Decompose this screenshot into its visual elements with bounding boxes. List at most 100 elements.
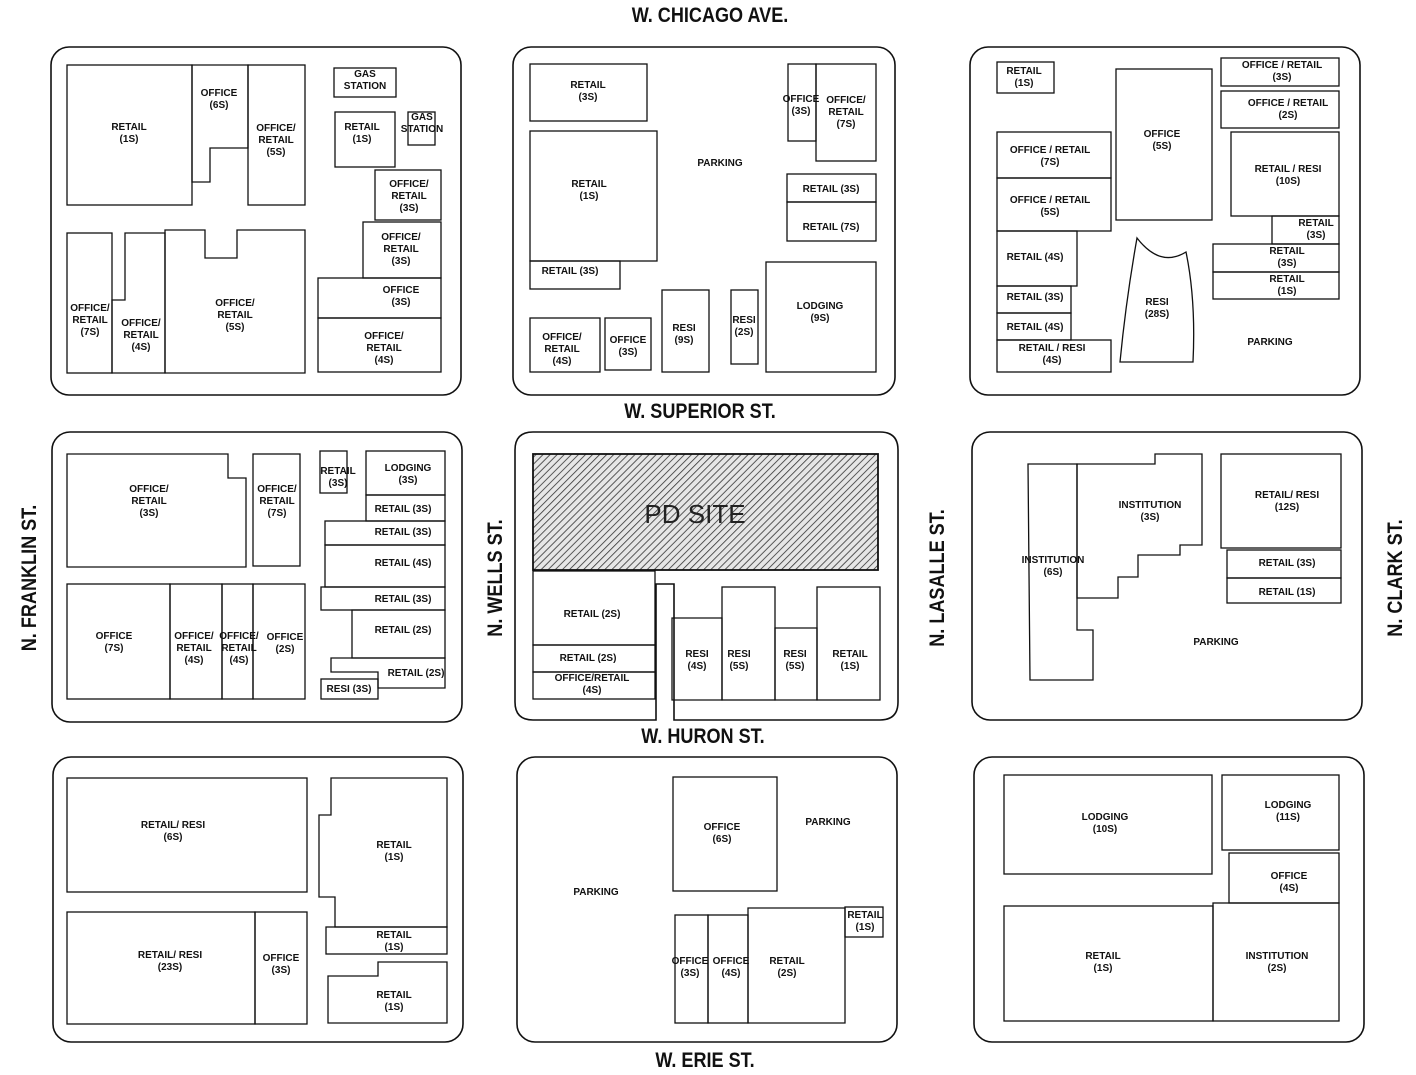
building-retail-1s (1226, 577, 1342, 604)
building-label: RETAIL (3S) (803, 184, 860, 195)
building-label: OFFICE (1144, 129, 1181, 140)
building-label: STATION (344, 81, 386, 92)
building-label: OFFICE (383, 285, 420, 296)
building-label: PARKING (1193, 637, 1239, 648)
building-label: OFFICE (96, 631, 133, 642)
building-label: (7S) (268, 508, 287, 519)
building-label: OFFICE/ (542, 332, 582, 343)
building-retail (327, 961, 448, 1024)
building-label: (7S) (1041, 157, 1060, 168)
building-label: (1S) (1278, 286, 1297, 297)
building-label: (4S) (688, 661, 707, 672)
building-label: RETAIL (1269, 246, 1304, 257)
building-label: OFFICE/RETAIL (555, 673, 630, 684)
building-label: RETAIL/ RESI (138, 950, 202, 961)
building-label: (3S) (1141, 512, 1160, 523)
building-label: RETAIL (2S) (388, 668, 445, 679)
building-retail (325, 926, 448, 955)
building-office (252, 583, 306, 700)
building-label: RESI (1145, 297, 1169, 308)
building-gas (407, 111, 436, 146)
building-label: OFFICE (263, 953, 300, 964)
city-block-ne (969, 46, 1361, 396)
building-label: (5S) (267, 147, 286, 158)
building-label: RETAIL (1269, 274, 1304, 285)
building-label: OFFICE/ (174, 631, 214, 642)
building-label: OFFICE/ (215, 298, 255, 309)
building-label: RETAIL / RESI (1019, 343, 1086, 354)
building-label: RETAIL (366, 343, 401, 354)
building-label: RETAIL (221, 643, 256, 654)
building-label: (4S) (375, 355, 394, 366)
building-label: RETAIL (4S) (1007, 252, 1064, 263)
building-label: PARKING (1247, 337, 1293, 348)
building-label: (3S) (400, 203, 419, 214)
building-retail (1212, 271, 1340, 300)
building-label: RETAIL (2S) (375, 625, 432, 636)
building-label: INSTITUTION (1119, 500, 1182, 511)
building-office (317, 317, 442, 373)
building-label: RETAIL (828, 107, 863, 118)
building-label: RETAIL (3S) (1259, 558, 1316, 569)
street-label-w-erie-st: W. ERIE ST. (655, 1049, 755, 1072)
building-label: (1S) (385, 852, 404, 863)
building-label: RETAIL (570, 80, 605, 91)
building-label: (3S) (399, 475, 418, 486)
building-label: RETAIL (217, 310, 252, 321)
building-label: (3S) (392, 297, 411, 308)
city-block-s (516, 756, 898, 1043)
building-retail (816, 586, 881, 701)
building-label: OFFICE / RETAIL (1010, 195, 1090, 206)
building-office (815, 63, 877, 162)
building-label: (3S) (329, 478, 348, 489)
building-office (317, 277, 442, 319)
building-resi (721, 586, 776, 701)
building-label: (4S) (583, 685, 602, 696)
building-office (66, 453, 247, 568)
building-label: OFFICE (201, 88, 238, 99)
building-label: RETAIL (571, 179, 606, 190)
building-retail-2s (330, 657, 446, 689)
building-label: RESI (732, 315, 756, 326)
building-label: (1S) (353, 134, 372, 145)
building-label: (5S) (1041, 207, 1060, 218)
building-label: RETAIL (1006, 66, 1041, 77)
building-label: OFFICE/ (129, 484, 169, 495)
building-label: (3S) (792, 106, 811, 117)
building-label: RETAIL (123, 330, 158, 341)
building-label: (12S) (1275, 502, 1299, 513)
building-label: RETAIL (259, 496, 294, 507)
building-label: (7S) (105, 643, 124, 654)
building-label: (9S) (675, 335, 694, 346)
building-office (254, 911, 308, 1025)
building-label: (4S) (553, 356, 572, 367)
building-label: RETAIL (258, 135, 293, 146)
building-label: (23S) (158, 962, 182, 973)
building-label: GAS (354, 69, 376, 80)
building-label: (4S) (722, 968, 741, 979)
building-label: RESI (783, 649, 807, 660)
building-label: OFFICE/ (826, 95, 866, 106)
building-retail-resi (1220, 453, 1342, 549)
building-label: (4S) (230, 655, 249, 666)
city-block-e (971, 431, 1363, 721)
building-label: (1S) (385, 1002, 404, 1013)
building-office (247, 64, 306, 206)
building-label: OFFICE/ (70, 303, 110, 314)
building-office (252, 453, 301, 567)
building-office (1115, 68, 1213, 221)
building-label: (2S) (778, 968, 797, 979)
building-label: (3S) (1278, 258, 1297, 269)
building-label: (5S) (1153, 141, 1172, 152)
building-office (672, 776, 778, 892)
building-label: RETAIL (3S) (542, 266, 599, 277)
building-label: (7S) (837, 119, 856, 130)
street-label-w-huron-st: W. HURON ST. (641, 725, 765, 748)
building-label: OFFICE/ (389, 179, 429, 190)
building-label: (6S) (210, 100, 229, 111)
building-retail-resi (996, 339, 1112, 373)
building-label: OFFICE (713, 956, 750, 967)
building-label: (3S) (681, 968, 700, 979)
building-office-retail (1220, 57, 1340, 87)
